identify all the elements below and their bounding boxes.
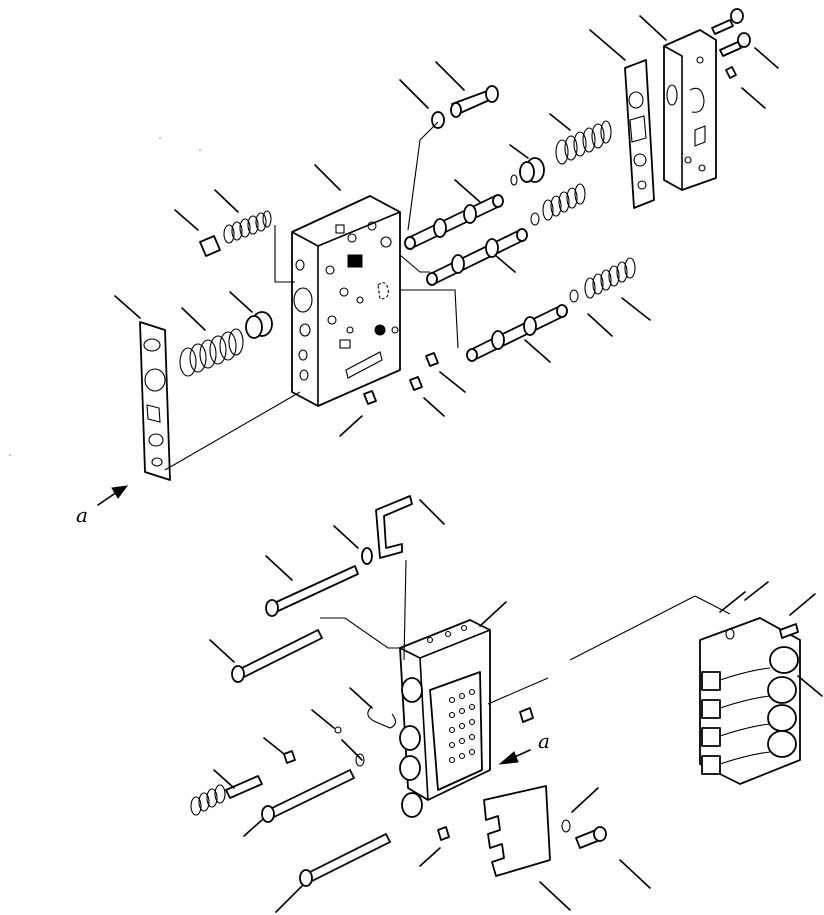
stopper-cup xyxy=(245,311,273,339)
spool-2 xyxy=(426,228,528,286)
plug-1 xyxy=(363,390,377,405)
callout-a-lower: a xyxy=(498,729,550,765)
bolt-lower-right xyxy=(561,819,607,849)
washer-2 xyxy=(530,212,540,226)
retainer-1 xyxy=(519,157,545,183)
long-bolt-2 xyxy=(231,629,323,683)
gasket-left xyxy=(139,321,171,481)
snap-ring xyxy=(367,705,397,729)
long-bolt-1 xyxy=(265,547,373,617)
lower-leader-lines xyxy=(209,499,823,913)
spool-3 xyxy=(466,304,568,362)
small-plug xyxy=(199,235,221,257)
plug-lower-2 xyxy=(283,750,296,764)
nut-1 xyxy=(725,66,737,79)
callout-a-upper: a xyxy=(76,485,129,527)
upper-leader-lines xyxy=(114,15,779,471)
plug-lower-3 xyxy=(437,826,450,841)
ball-1 xyxy=(334,726,342,734)
plug-3 xyxy=(425,352,439,367)
bolt-1 xyxy=(711,8,744,35)
bracket xyxy=(375,495,413,559)
long-bolt-3 xyxy=(261,769,355,823)
callout-a-lower-label: a xyxy=(538,729,550,753)
spool-1 xyxy=(404,194,504,250)
small-spring xyxy=(223,210,272,244)
valve-body-lower xyxy=(399,619,491,818)
washer-1 xyxy=(510,174,518,186)
gasket-right xyxy=(624,59,655,209)
bolt-2 xyxy=(719,32,751,57)
washer-lower-1 xyxy=(355,753,365,767)
comb-plate xyxy=(483,785,551,877)
spool-lower xyxy=(190,775,263,816)
callout-a-upper-label: a xyxy=(76,503,88,527)
spring-b xyxy=(542,183,586,221)
cover-plate xyxy=(663,29,717,191)
plug-2 xyxy=(409,376,423,391)
scan-specks xyxy=(9,137,201,456)
long-bolt-4 xyxy=(299,833,391,887)
spring-a xyxy=(555,120,612,165)
spool-top xyxy=(431,85,499,129)
plug-lower-1 xyxy=(519,707,534,723)
spring-c xyxy=(584,257,636,299)
large-spring xyxy=(179,328,244,377)
valve-body-upper xyxy=(291,195,401,407)
solenoid-assembly xyxy=(699,617,801,785)
washer-3 xyxy=(569,289,579,303)
